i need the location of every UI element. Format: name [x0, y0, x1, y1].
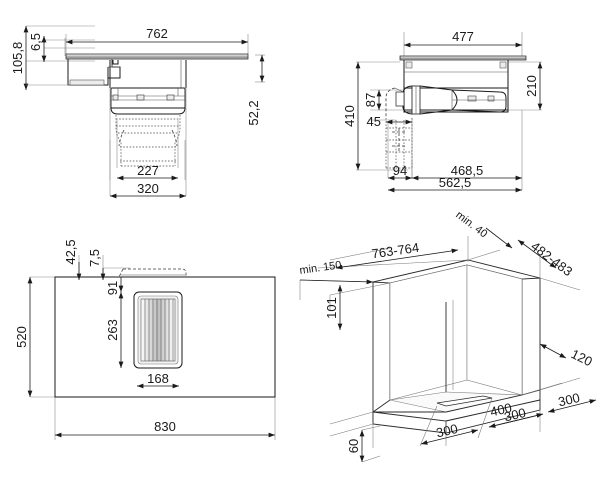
- front-filter-cartridge: [115, 115, 181, 167]
- dim-52-2-label: 52,2: [246, 100, 261, 125]
- dim-105-8-label: 105,8: [10, 42, 25, 75]
- dim-side-motor-height: 87: [363, 90, 382, 110]
- dim-101-label: 101: [324, 297, 339, 319]
- hob-glass-top: [65, 53, 249, 60]
- dim-side-rear-depth: 468,5: [412, 163, 522, 181]
- side-motor-assembly: [385, 85, 509, 118]
- front-section-view: 762 105,8 6,5 52,2 227 320: [10, 25, 265, 199]
- dim-front-overall-width: 762: [66, 26, 248, 45]
- dim-300-front-label: 300: [435, 421, 460, 440]
- side-section-view: 477 210 410 87 45 94 468,5: [342, 29, 543, 193]
- dim-300-right-label: 300: [557, 390, 582, 409]
- dim-762-label: 762: [146, 26, 168, 41]
- dim-plan-grill-width: 168: [137, 371, 179, 389]
- dim-400-label: 400: [489, 400, 514, 419]
- dim-plan-top-gap: 91: [105, 277, 124, 295]
- dim-iso-front-drop: 101: [324, 285, 343, 330]
- dim-320-label: 320: [137, 181, 159, 196]
- dim-min-150-label: min. 150: [299, 259, 342, 277]
- dim-plan-grill-height: 263: [105, 292, 124, 368]
- dim-plan-worktop-width: 830: [55, 419, 275, 438]
- dim-468-5-label: 468,5: [451, 163, 484, 178]
- plan-hob-outline: [118, 268, 187, 278]
- dim-210-label: 210: [524, 75, 539, 97]
- dim-6-5-label: 6,5: [28, 33, 43, 51]
- dim-562-5-label: 562,5: [439, 175, 472, 190]
- plan-cutout-view: 42,5 7,5 91 263 168 520 83: [14, 239, 276, 440]
- side-duct-dotted: [385, 118, 413, 169]
- dim-front-glass-thickness: 6,5: [28, 33, 47, 62]
- dim-227-label: 227: [137, 163, 159, 178]
- dim-94-label: 94: [393, 163, 407, 178]
- dim-side-duct-width: 94: [388, 163, 412, 181]
- dim-168-label: 168: [147, 371, 169, 386]
- dim-91-label: 91: [105, 281, 120, 295]
- dim-763-764-label: 763-764: [371, 240, 420, 261]
- dim-front-outer-width: 320: [110, 181, 186, 199]
- dim-263-label: 263: [105, 319, 120, 341]
- dim-410-label: 410: [342, 105, 357, 127]
- dim-iso-cabinet-width: 763-764: [335, 240, 459, 270]
- dim-side-body-height: 210: [524, 62, 543, 110]
- dim-iso-base-mid: 400: [489, 400, 544, 428]
- dim-front-top-height: 105,8: [10, 26, 70, 90]
- dim-side-offset: 45: [367, 114, 412, 129]
- iso-cabinet-body: [299, 236, 581, 448]
- dim-side-total-depth: 562,5: [388, 175, 522, 193]
- dim-830-label: 830: [154, 419, 176, 434]
- dim-plan-worktop-depth: 520: [14, 277, 33, 397]
- dim-45-label: 45: [367, 114, 381, 129]
- dim-front-body-depth: 52,2: [246, 55, 265, 126]
- dim-plan-left-offset: 42,5: [63, 239, 82, 280]
- dim-iso-min-rear: min. 150: [299, 259, 374, 285]
- plan-extractor-grill: [133, 291, 183, 369]
- dim-front-inner-width: 227: [117, 163, 178, 181]
- side-hob-top: [399, 55, 527, 61]
- dim-520-label: 520: [14, 326, 29, 348]
- dim-477-label: 477: [452, 29, 474, 44]
- dim-side-total-height: 410: [342, 62, 361, 170]
- dim-60-label: 60: [346, 439, 361, 453]
- dim-7-5-label: 7,5: [87, 249, 102, 267]
- dim-87-label: 87: [363, 93, 378, 107]
- dim-plan-edge-offset: 7,5: [87, 249, 106, 280]
- dim-42-5-label: 42,5: [63, 239, 78, 264]
- dim-iso-base-front: 300: [420, 421, 479, 445]
- dim-iso-base-right: 300: [547, 390, 597, 413]
- isometric-cabinet-view: min. 150 763-764 min. 40 482-483 101 120: [299, 209, 597, 463]
- plan-grill-slats: [144, 299, 174, 361]
- dim-side-top-width: 477: [404, 29, 522, 48]
- dim-iso-plinth-height: 60: [346, 425, 381, 463]
- front-duct-housing: [107, 60, 187, 115]
